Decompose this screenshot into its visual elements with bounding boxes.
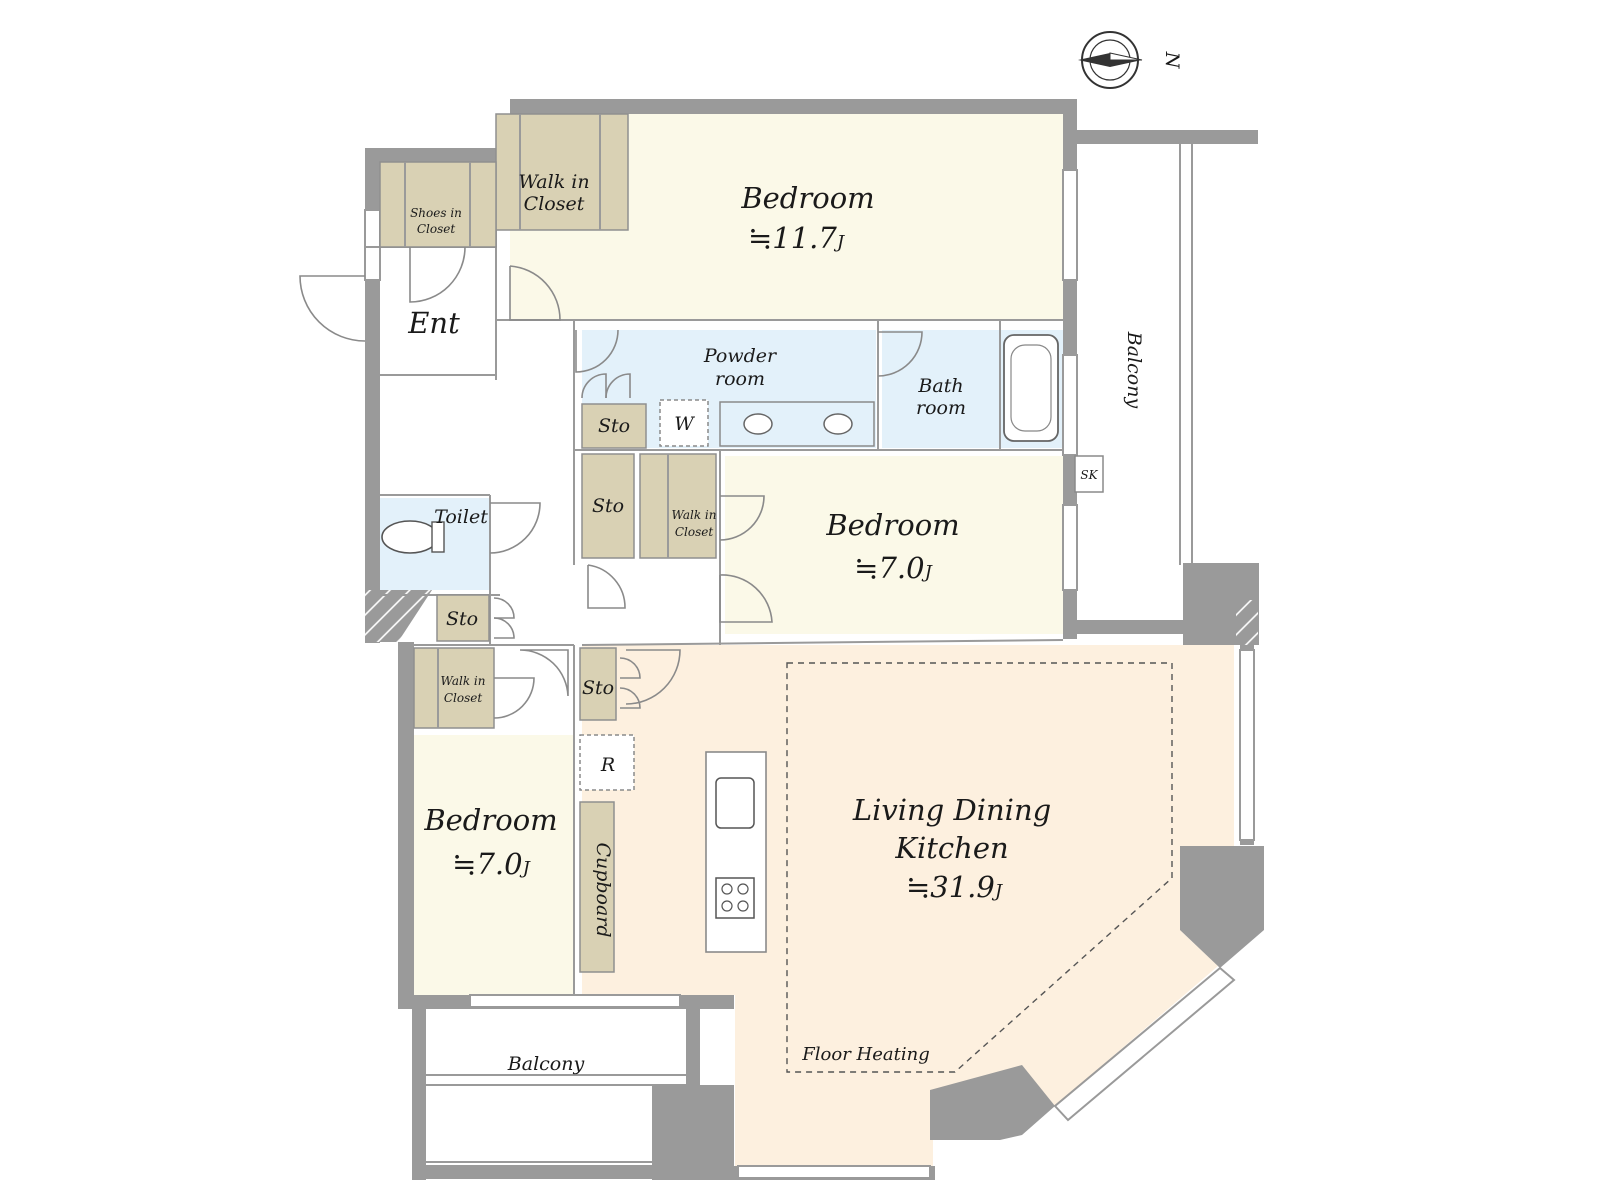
wash-basin-icon (823, 413, 853, 435)
ldk-label-line2: Kitchen (894, 831, 1008, 865)
wall (412, 1005, 426, 1180)
storage-shoes-closet (379, 161, 497, 248)
ldk-area: ≒31.9J (906, 870, 1004, 904)
wall (398, 642, 414, 998)
wic-left-label-2: Closet (444, 691, 483, 705)
toilet-icon (381, 520, 439, 554)
storage-walk-in-closet-top (495, 113, 629, 231)
wic-top-label-2: Closet (524, 193, 585, 215)
storage-cupboard (579, 801, 615, 973)
bath-room-label-1: Bath (917, 375, 963, 397)
bedroom-mid-area: ≒7.0J (854, 551, 933, 585)
kitchen-sink-icon (715, 777, 755, 829)
bedroom-left-label: Bedroom (423, 803, 557, 837)
compass-north-label: N (1161, 51, 1183, 70)
column (1236, 600, 1258, 645)
stove-icon (715, 877, 755, 919)
bedroom-main-label: Bedroom (740, 181, 874, 215)
windows (364, 169, 1255, 1179)
sink-sk-box (1074, 455, 1104, 493)
bedroom-mid-label: Bedroom (825, 508, 959, 542)
balcony-south-label: Balcony (507, 1053, 585, 1075)
column (1180, 846, 1264, 968)
column (652, 1085, 734, 1180)
cupboard-label: Cupboard (592, 842, 614, 937)
storage-sto-kitchen (579, 647, 617, 721)
floor-heating-zone (786, 662, 1173, 1073)
wic-left-label-1: Walk in (441, 674, 486, 688)
shoes-closet-label-2: Closet (417, 222, 456, 236)
storage-walk-in-closet-left (413, 647, 495, 729)
sto-hall-label: Sto (592, 495, 624, 517)
bath-room-label-2: room (916, 397, 966, 419)
wic-top-label-1: Walk in (518, 171, 589, 193)
wall (686, 995, 700, 1085)
toilet-label: Toilet (434, 506, 488, 528)
bedroom-main-area: ≒11.7J (748, 221, 846, 255)
wash-basin-icon (743, 413, 773, 435)
storage-sto-hall (581, 453, 635, 559)
wall (510, 99, 1076, 114)
shoes-closet-label-1: Shoes in (410, 206, 462, 220)
washer-space (659, 399, 709, 447)
wic-mid-label-1: Walk in (672, 508, 717, 522)
storage-sto-toilet (436, 594, 490, 642)
sto-powder-label: Sto (598, 415, 630, 437)
bedroom-left-area: ≒7.0J (452, 847, 531, 881)
bedroom-mid-floor (725, 456, 1063, 634)
column (365, 590, 432, 642)
balcony-east-label: Balcony (1123, 331, 1145, 409)
wall (1063, 620, 1183, 634)
storage-sto-powder (581, 403, 647, 449)
column (930, 1065, 1055, 1140)
wall (365, 148, 525, 162)
entrance-label: Ent (407, 306, 460, 340)
interior-walls (365, 230, 1064, 1163)
washer-label: W (674, 413, 695, 435)
sto-kitchen-label: Sto (582, 677, 614, 699)
sto-toilet-label: Sto (446, 608, 478, 630)
wall (412, 1165, 652, 1179)
compass-icon (1078, 31, 1143, 89)
bedroom-left-floor (414, 735, 574, 997)
wic-mid-label-2: Closet (675, 525, 714, 539)
bathtub-icon (1003, 334, 1059, 442)
fridge-space (579, 734, 635, 791)
powder-room-label-2: room (715, 368, 765, 390)
doors (299, 246, 923, 719)
ldk-label-line1: Living Dining (852, 793, 1051, 827)
storage-walk-in-closet-mid (639, 453, 717, 559)
fridge-label: R (600, 754, 615, 776)
wall (1063, 130, 1258, 144)
sink-sk-label: SK (1080, 468, 1098, 482)
powder-room-label-1: Powder (703, 345, 778, 367)
floor-heating-label: Floor Heating (801, 1044, 929, 1065)
